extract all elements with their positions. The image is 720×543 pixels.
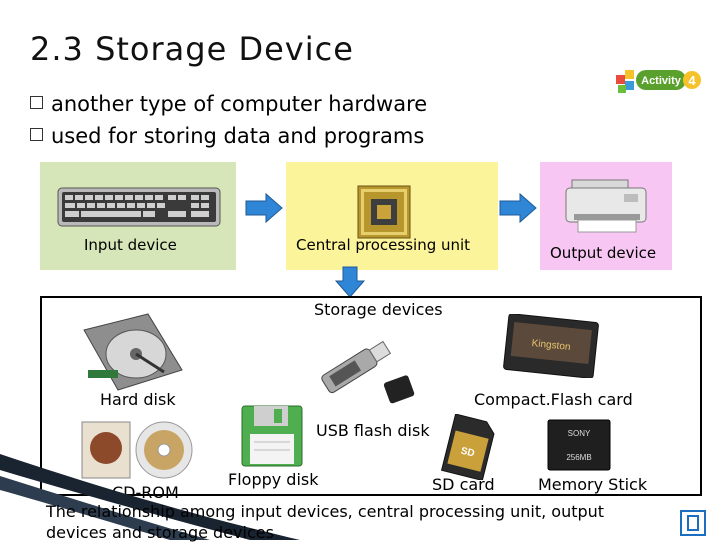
bullet-item: used for storing data and programs — [30, 124, 424, 148]
bullet-box-icon — [30, 128, 43, 141]
sd-card-icon: SD — [440, 414, 495, 480]
slide-title: 2.3 Storage Device — [30, 30, 354, 68]
floppy-disk-label: Floppy disk — [228, 470, 319, 489]
memory-stick-icon: SONY 256MB — [547, 419, 611, 471]
usb-flash-disk-icon — [321, 340, 392, 394]
nav-button-icon[interactable] — [680, 510, 706, 536]
memory-stick-label: Memory Stick — [538, 475, 648, 494]
puzzle-icon — [616, 70, 634, 93]
hard-disk-label: Hard disk — [100, 390, 176, 409]
cpu-chip-icon — [357, 185, 411, 239]
ms-size-text: 256MB — [566, 453, 591, 462]
usb-flash-disk-label: USB flash disk — [316, 421, 430, 440]
keyboard-icon — [57, 187, 221, 227]
printer-icon — [565, 179, 647, 233]
sd-card-label: SD card — [432, 475, 495, 494]
bullet-box-icon — [30, 96, 43, 109]
hard-disk-icon — [83, 313, 183, 391]
input-device-label: Input device — [84, 236, 177, 254]
bullet-item: another type of computer hardware — [30, 92, 427, 116]
activity-label: Activity — [641, 75, 682, 87]
storage-devices-label: Storage devices — [314, 300, 443, 319]
diagram-caption: The relationship among input devices, ce… — [46, 502, 605, 542]
ms-brand-text: SONY — [568, 429, 591, 438]
cf-brand-text: Kingston — [531, 338, 571, 353]
cpu-panel — [286, 162, 498, 270]
sd-brand-text: SD — [460, 446, 476, 460]
arrow-down-icon — [334, 266, 366, 298]
storage-devices-box — [40, 296, 702, 496]
floppy-disk-icon — [241, 405, 303, 467]
cpu-label: Central processing unit — [296, 236, 471, 254]
bullet-text: used for storing data and programs — [51, 124, 425, 148]
arrow-right-icon — [499, 192, 537, 224]
input-device-panel — [40, 162, 236, 270]
cdrom-icon — [81, 421, 193, 479]
usb-cap-icon — [383, 375, 415, 404]
activity-number: 4 — [688, 73, 696, 88]
activity-badge[interactable]: Activity 4 — [614, 66, 702, 96]
output-device-label: Output device — [550, 244, 657, 262]
arrow-right-icon — [245, 192, 283, 224]
bullet-text: another type of computer hardware — [51, 92, 428, 116]
compactflash-card-icon: Kingston — [503, 314, 599, 378]
output-device-panel — [540, 162, 672, 270]
compactflash-card-label: Compact.Flash card — [474, 390, 633, 409]
